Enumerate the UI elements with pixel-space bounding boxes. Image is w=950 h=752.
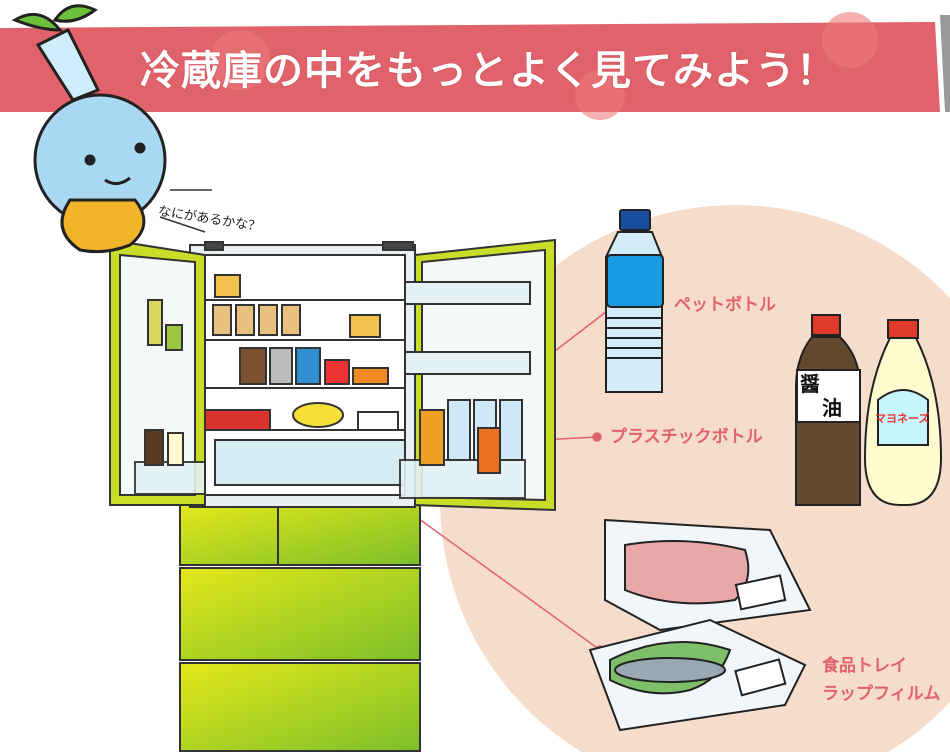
label-wrap-film: ラップフィルム — [822, 684, 941, 704]
speech-lines — [159, 189, 212, 233]
page-title: 冷蔵庫の中をもっとよく見てみよう！ — [140, 48, 837, 94]
soy-sauce-label: 醤油 — [800, 372, 850, 420]
refrigerator — [109, 238, 556, 752]
title-banner — [0, 12, 950, 120]
label-pet-bottle: ペットボトル — [674, 295, 776, 315]
label-food-tray: 食品トレイ — [822, 656, 907, 676]
food-trays — [588, 518, 812, 732]
pet-bottle — [605, 209, 664, 393]
label-plastic-bottle: プラスチックボトル — [610, 427, 763, 447]
mayonnaise-label: マヨネーズ — [875, 412, 930, 425]
soy-sauce-char-2: 油 — [822, 396, 842, 420]
mascot-character — [11, 4, 167, 254]
soy-sauce-char-1: 醤 — [800, 372, 820, 396]
mayonnaise-bottle — [863, 319, 943, 506]
soy-sauce-bottle — [795, 314, 861, 506]
